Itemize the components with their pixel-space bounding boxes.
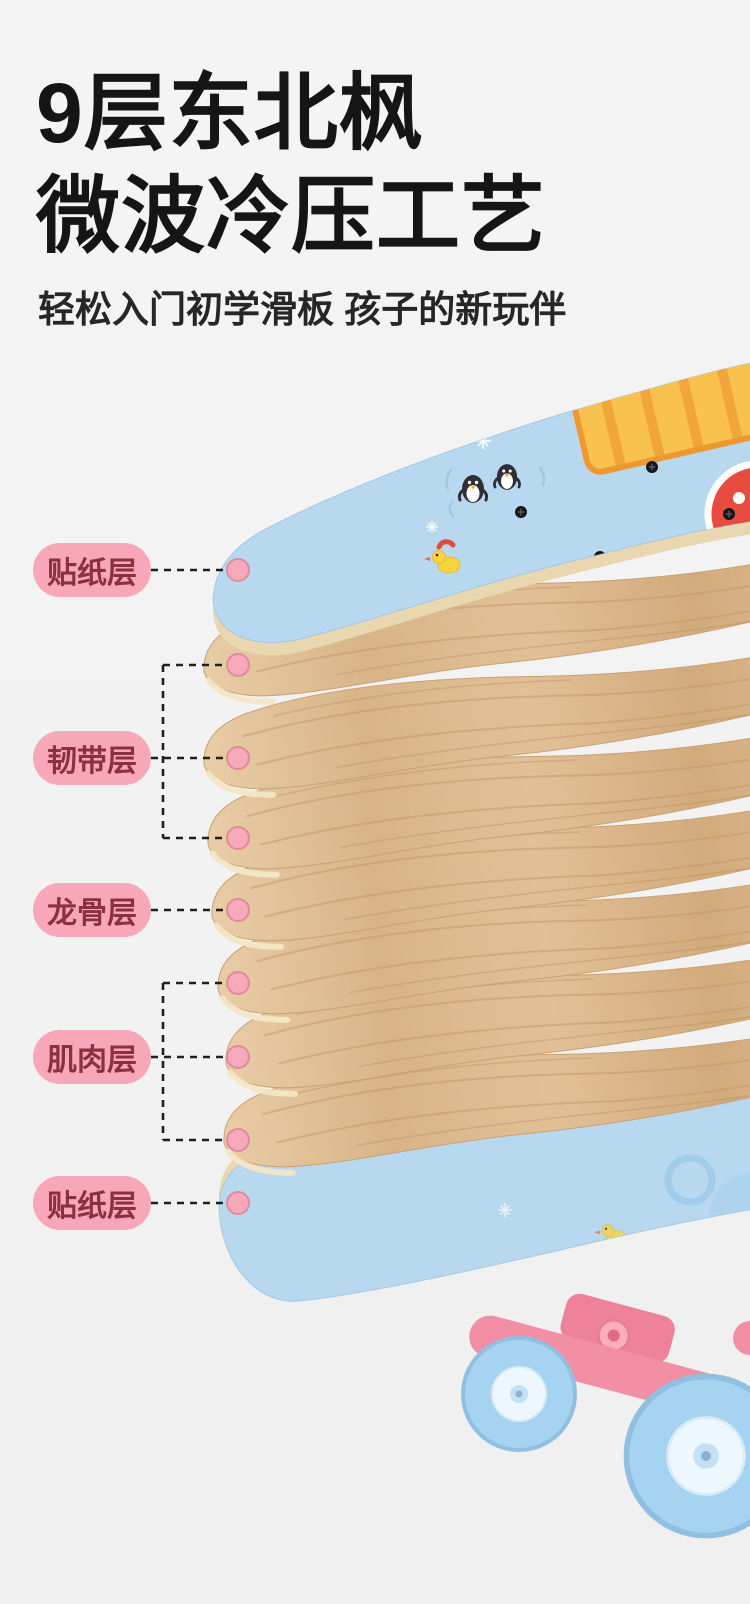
label-sticker-layer-top: 贴纸层 [33, 543, 151, 597]
duck-icon [423, 539, 461, 574]
layer-dot-7 [226, 1045, 250, 1069]
snowflake-icon [425, 520, 439, 534]
title-line-2: 微波冷压工艺 [36, 169, 547, 264]
label-ligament-layer: 韧带层 [33, 731, 151, 785]
layer-dot-8 [226, 1128, 250, 1152]
screw-icon [722, 507, 736, 521]
truck-edge-piece [733, 1321, 750, 1355]
layer-dot-2 [226, 653, 250, 677]
layer-dot-5 [226, 898, 250, 922]
layer-dot-1 [226, 558, 250, 582]
screw-icon [514, 505, 528, 519]
toy-box-graphic [563, 361, 750, 475]
layer-dots [226, 558, 250, 1215]
layer-dot-3 [226, 746, 250, 770]
page-title: 9层东北枫 微波冷压工艺 [36, 62, 546, 269]
screw-icon [645, 460, 659, 474]
layer-dot-4 [226, 826, 250, 850]
layer-dot-6 [226, 971, 250, 995]
label-sticker-layer-bottom: 贴纸层 [33, 1176, 151, 1230]
title-line-1: 9层东北枫 [36, 66, 424, 160]
label-keel-layer: 龙骨层 [33, 883, 151, 937]
skateboard-wheel-front [461, 1336, 577, 1452]
label-muscle-layer: 肌肉层 [33, 1030, 151, 1084]
layer-dot-9 [226, 1191, 250, 1215]
callout-lines [151, 568, 226, 1205]
skateboard-wheel-rear [623, 1373, 750, 1539]
subtitle: 轻松入门初学滑板 孩子的新玩伴 [38, 289, 567, 330]
